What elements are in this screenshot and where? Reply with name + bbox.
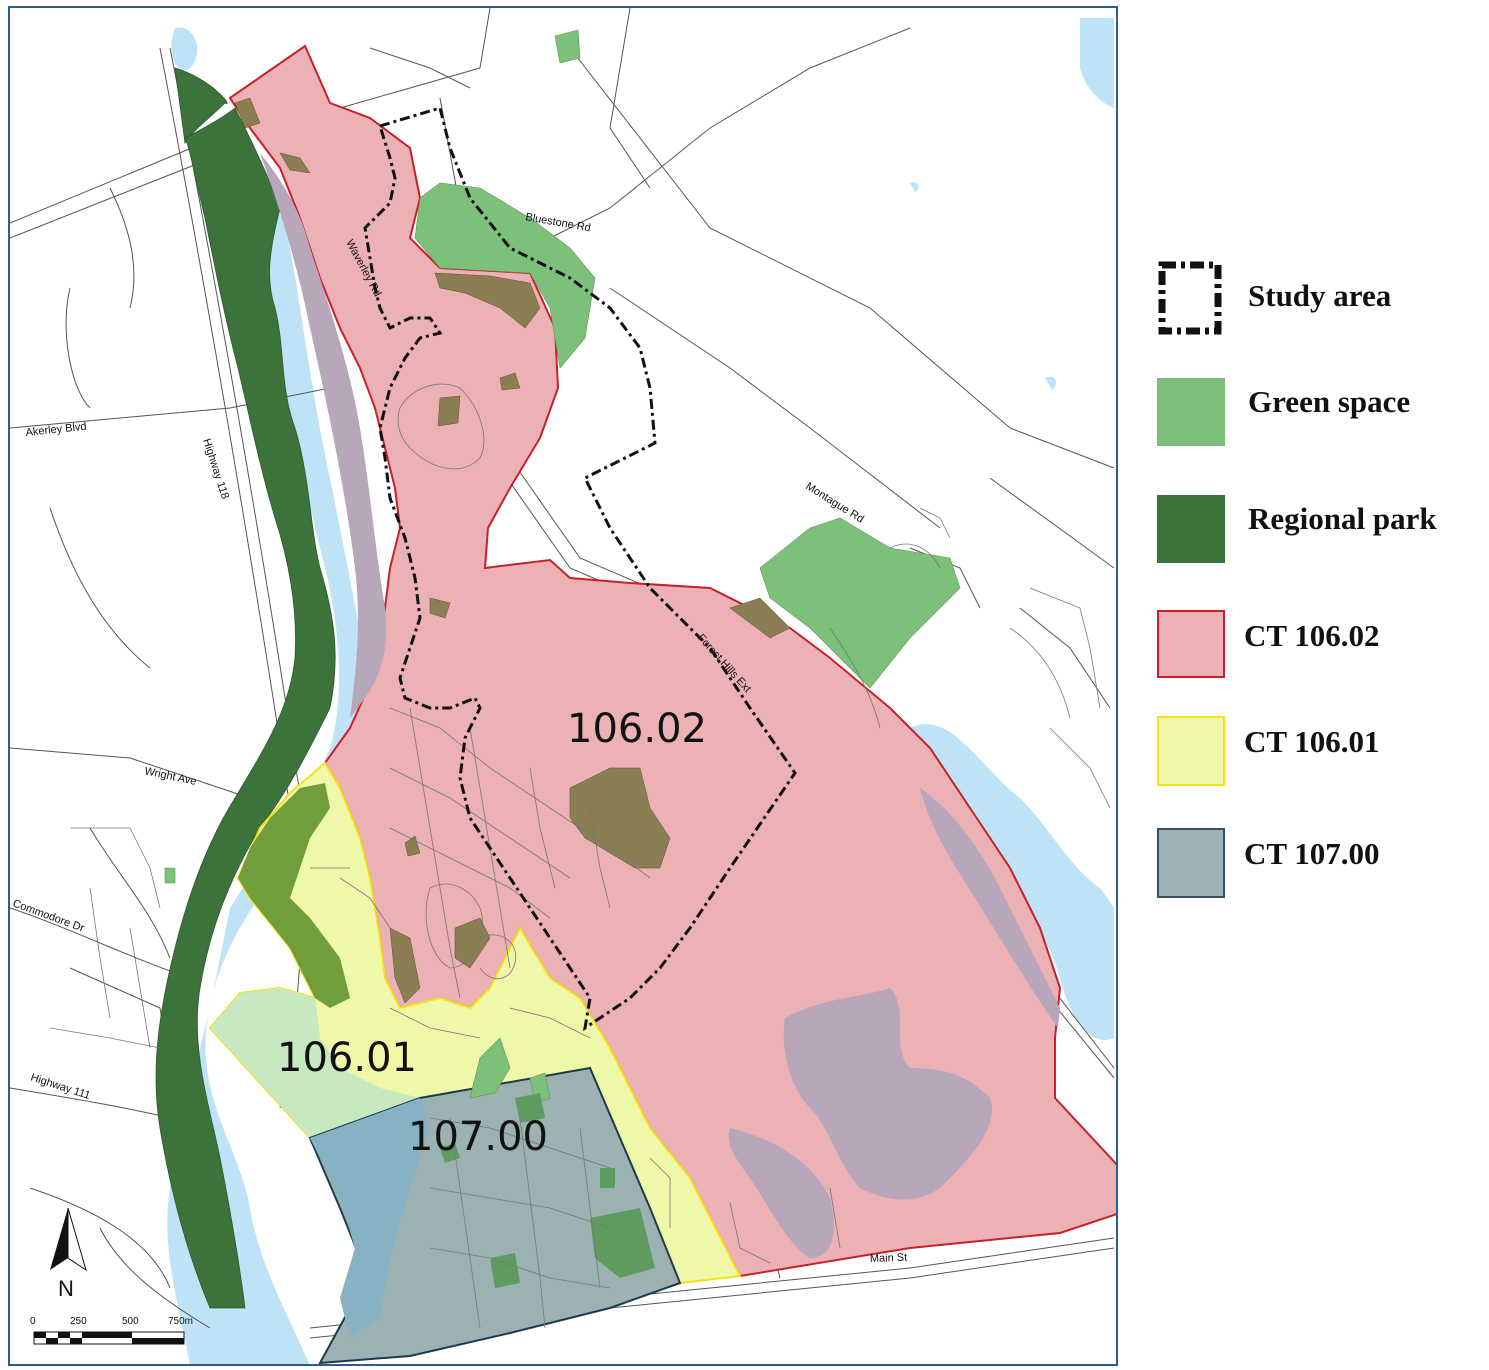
green-space-swatch [1157,378,1225,446]
ct-106-01-swatch [1157,716,1225,786]
small-pond-east [1045,376,1056,390]
legend-item-ct-107-00: CT 107.00 [1150,828,1480,898]
road-label-highway-118: Highway 118 [200,437,231,500]
residential-streets [49,383,1111,1329]
tract-labels: 106.02 106.01 107.00 [277,706,707,1160]
tract-label-107-00: 107.00 [408,1114,548,1160]
scale-tick-250: 250 [70,1316,87,1327]
river-water [167,128,372,1364]
legend-item-ct-106-01: CT 106.01 [1150,716,1480,786]
legend-label-ct-107-00: CT 107.00 [1244,836,1380,871]
water-overlap [260,153,1060,1258]
ct-107-00-water-overlap [310,1098,430,1338]
tract-label-106-01: 106.01 [277,1035,417,1081]
legend-item-regional-park: Regional park [1150,495,1480,565]
legend-item-green-space: Green space [1150,378,1480,448]
road-label-montague: Montague Rd [803,480,865,525]
map-frame[interactable]: Bluestone Rd Waverley Rd Akerley Blvd Hi… [8,6,1118,1366]
road-label-commodore: Commodore Dr [11,898,86,935]
ct-107-00-swatch [1157,828,1225,898]
study-area-boundary[interactable] [363,106,797,1032]
scale-tick-500: 500 [122,1316,139,1327]
road-label-main: Main St [870,1252,908,1265]
north-arrow-label: N [58,1276,74,1301]
green-in-ct-106-02 [234,97,791,1004]
legend-label-green-space: Green space [1248,384,1411,419]
ct-106-01-water-overlap [210,988,420,1138]
scale-tick-0: 0 [30,1316,36,1327]
legend-label-ct-106-02: CT 106.02 [1244,618,1380,653]
ct-106-01-park-overlap [238,783,350,1008]
regional-park [155,67,336,1309]
road-label-akerley: Akerley Blvd [25,421,87,439]
north-arrow: N [50,1207,87,1301]
road-label-wright: Wright Ave [143,765,197,788]
legend-item-ct-106-02: CT 106.02 [1150,610,1480,680]
small-pond-ne [910,182,919,192]
legend-item-study-area: Study area [1150,260,1480,335]
scale-tick-750: 750m [168,1316,193,1327]
ct-106-02-swatch [1157,610,1225,678]
tract-label-106-02: 106.02 [567,706,707,752]
green-space-107 [440,1093,655,1288]
road-label-highway-111: Highway 111 [29,1071,92,1102]
northeast-water [1080,18,1114,108]
legend-label-study-area: Study area [1248,278,1392,313]
study-area-swatch [1158,261,1222,335]
small-pond-north [171,27,198,71]
legend-label-ct-106-01: CT 106.01 [1244,724,1380,759]
legend-label-regional-park: Regional park [1248,501,1437,536]
regional-park-swatch [1157,495,1225,563]
green-space [164,29,961,1104]
scale-bar: 0 250 500 750m [30,1316,193,1345]
